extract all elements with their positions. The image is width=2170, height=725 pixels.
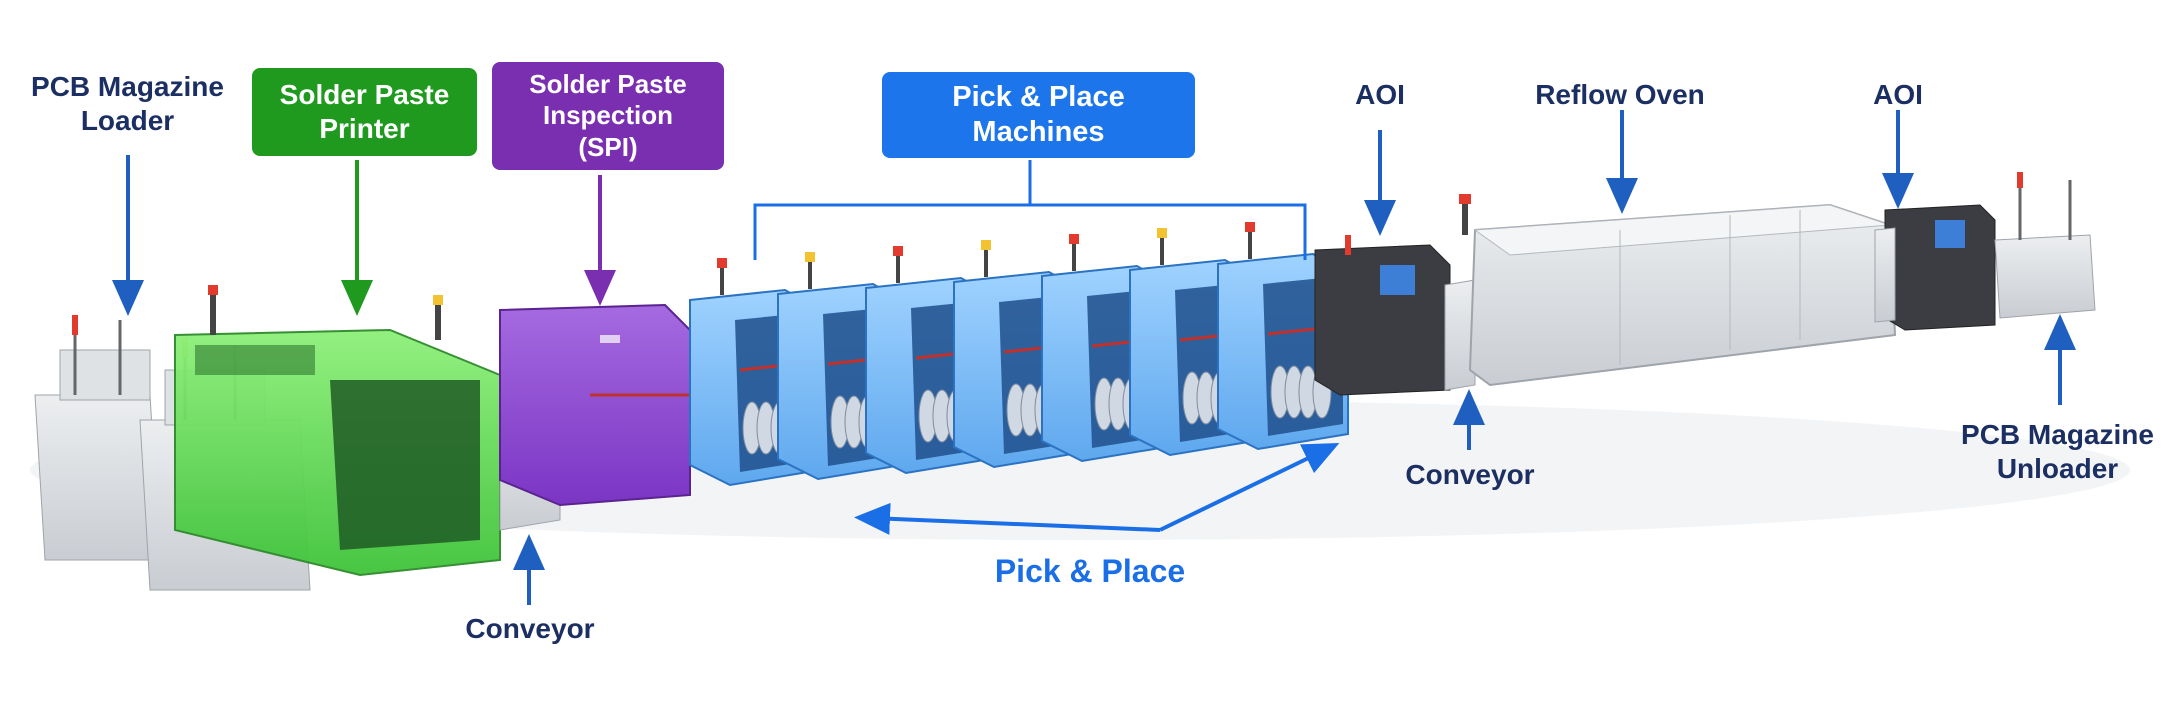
arrow-pick-place-left [854, 502, 1161, 535]
label-spi: Solder Paste Inspection (SPI) [492, 62, 724, 170]
label-conveyor-1: Conveyor [465, 613, 595, 644]
pick-and-place-machines [689, 222, 1349, 487]
reflow-oven-machine [1459, 194, 1897, 387]
spi-machine [499, 303, 691, 507]
label-aoi-2: AOI [1873, 79, 1923, 110]
label-reflow-oven: Reflow Oven [1535, 79, 1705, 110]
label-pcb-magazine-loader: PCB Magazine Loader [31, 71, 224, 136]
label-pcb-magazine-unloader: PCB Magazine Unloader [1961, 419, 2154, 484]
label-conveyor-2: Conveyor [1405, 459, 1535, 490]
label-pick-and-place: Pick & Place [994, 553, 1186, 589]
arrow-pick-place-right [1159, 443, 1340, 532]
pick-place-bracket [753, 203, 1307, 260]
label-solder-paste-printer: Solder Paste Printer [252, 68, 477, 156]
conveyor-machine-2 [1444, 279, 1476, 391]
aoi-machine-1 [1314, 235, 1451, 396]
label-spi-text: Solder Paste Inspection (SPI) [529, 69, 687, 162]
aoi-machine-2 [1874, 204, 1996, 331]
label-aoi-1: AOI [1355, 79, 1405, 110]
pcb-magazine-unloader-machine [1994, 172, 2096, 319]
label-pick-place-machines-text: Pick & Place Machines [952, 81, 1125, 148]
label-solder-paste-printer-text: Solder Paste Printer [279, 79, 450, 144]
label-pick-place-machines: Pick & Place Machines [882, 72, 1195, 158]
